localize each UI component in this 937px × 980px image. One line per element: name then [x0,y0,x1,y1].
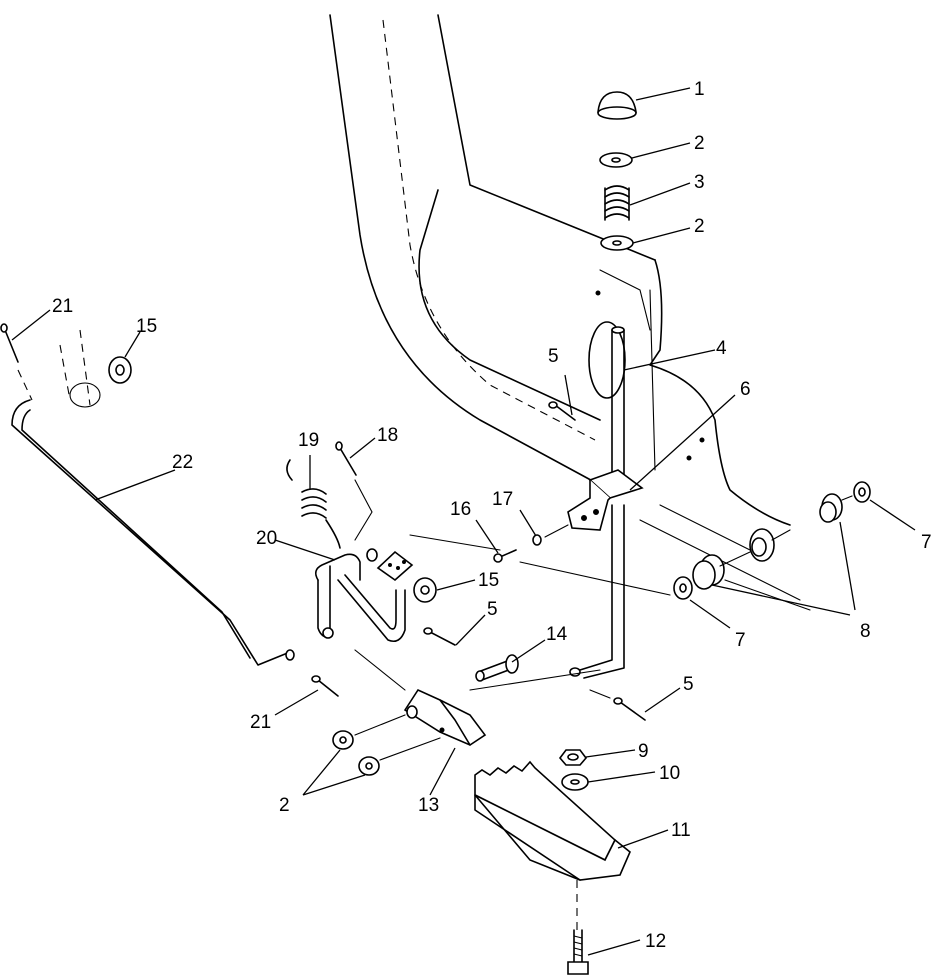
callout-label-4: 4 [716,338,727,359]
rod-part-22 [11,399,295,666]
bracket-part-6 [567,469,644,531]
shift-lever-part-4 [569,326,625,679]
callout-label-2: 2 [694,216,705,237]
bolt-part-5-upper [548,401,576,421]
washer-part-10 [561,773,589,791]
callout-label-13: 13 [418,795,439,816]
callout-label-17: 17 [492,489,513,510]
callout-label-6: 6 [740,379,751,400]
callout-label-2: 2 [279,795,290,816]
callout-label-8: 8 [860,621,871,642]
callout-label-16: 16 [450,499,471,520]
callout-label-14: 14 [546,624,568,645]
pin-part-21-bottom [311,675,339,697]
spring-part-19 [286,459,341,549]
nut-part-17 [532,534,542,546]
callout-label-21: 21 [52,296,73,317]
leader-lines [11,87,916,956]
pedal-arm-part-20 [314,548,414,643]
pedal-pad-part-11 [474,760,631,881]
callout-label-7: 7 [921,532,932,553]
callout-label-15: 15 [136,316,157,337]
callout-label-18: 18 [377,425,398,446]
callout-label-2: 2 [694,133,705,154]
washer-part-2-left-lower [358,756,380,776]
callout-label-5: 5 [683,674,694,695]
callout-label-11: 11 [671,820,691,841]
callout-label-1: 1 [694,79,705,100]
callout-label-15: 15 [478,570,499,591]
bolt-part-12 [567,929,589,975]
washer-part-2-top [599,152,633,168]
pin-part-21-top [0,323,19,363]
washer-part-2-left-upper [332,730,354,750]
washer-part-7-left [673,576,693,600]
washer-part-15-middle [413,577,437,603]
callout-labels: 1 2 3 2 4 5 6 7 8 7 21 15 22 19 18 16 17… [52,79,932,952]
callout-label-7: 7 [735,630,746,651]
body-panel [329,14,811,611]
bushing-part-8-right [749,493,843,562]
bracket-part-13 [354,649,601,746]
washer-part-15-left [108,356,132,384]
callout-label-5: 5 [548,346,559,367]
callout-label-9: 9 [638,741,649,762]
bushing-part-8-left [692,554,725,590]
callout-label-12: 12 [645,931,666,952]
callout-label-10: 10 [659,763,680,784]
callout-label-21: 21 [250,712,271,733]
bolt-part-5-lower [613,697,646,721]
spring-part-3 [604,185,630,221]
callout-label-5: 5 [487,599,498,620]
pin-part-18 [335,441,357,476]
pin-part-14 [475,654,519,682]
callout-label-20: 20 [256,528,277,549]
bolt-part-16 [493,549,517,563]
callout-label-3: 3 [694,172,705,193]
washer-part-2-middle [600,235,634,251]
cap-part-1 [597,91,637,120]
bolt-part-5-middle [423,627,456,646]
nut-part-9 [558,749,588,766]
washer-part-7-right [853,481,871,503]
callout-label-19: 19 [298,430,319,451]
callout-label-22: 22 [172,452,193,473]
